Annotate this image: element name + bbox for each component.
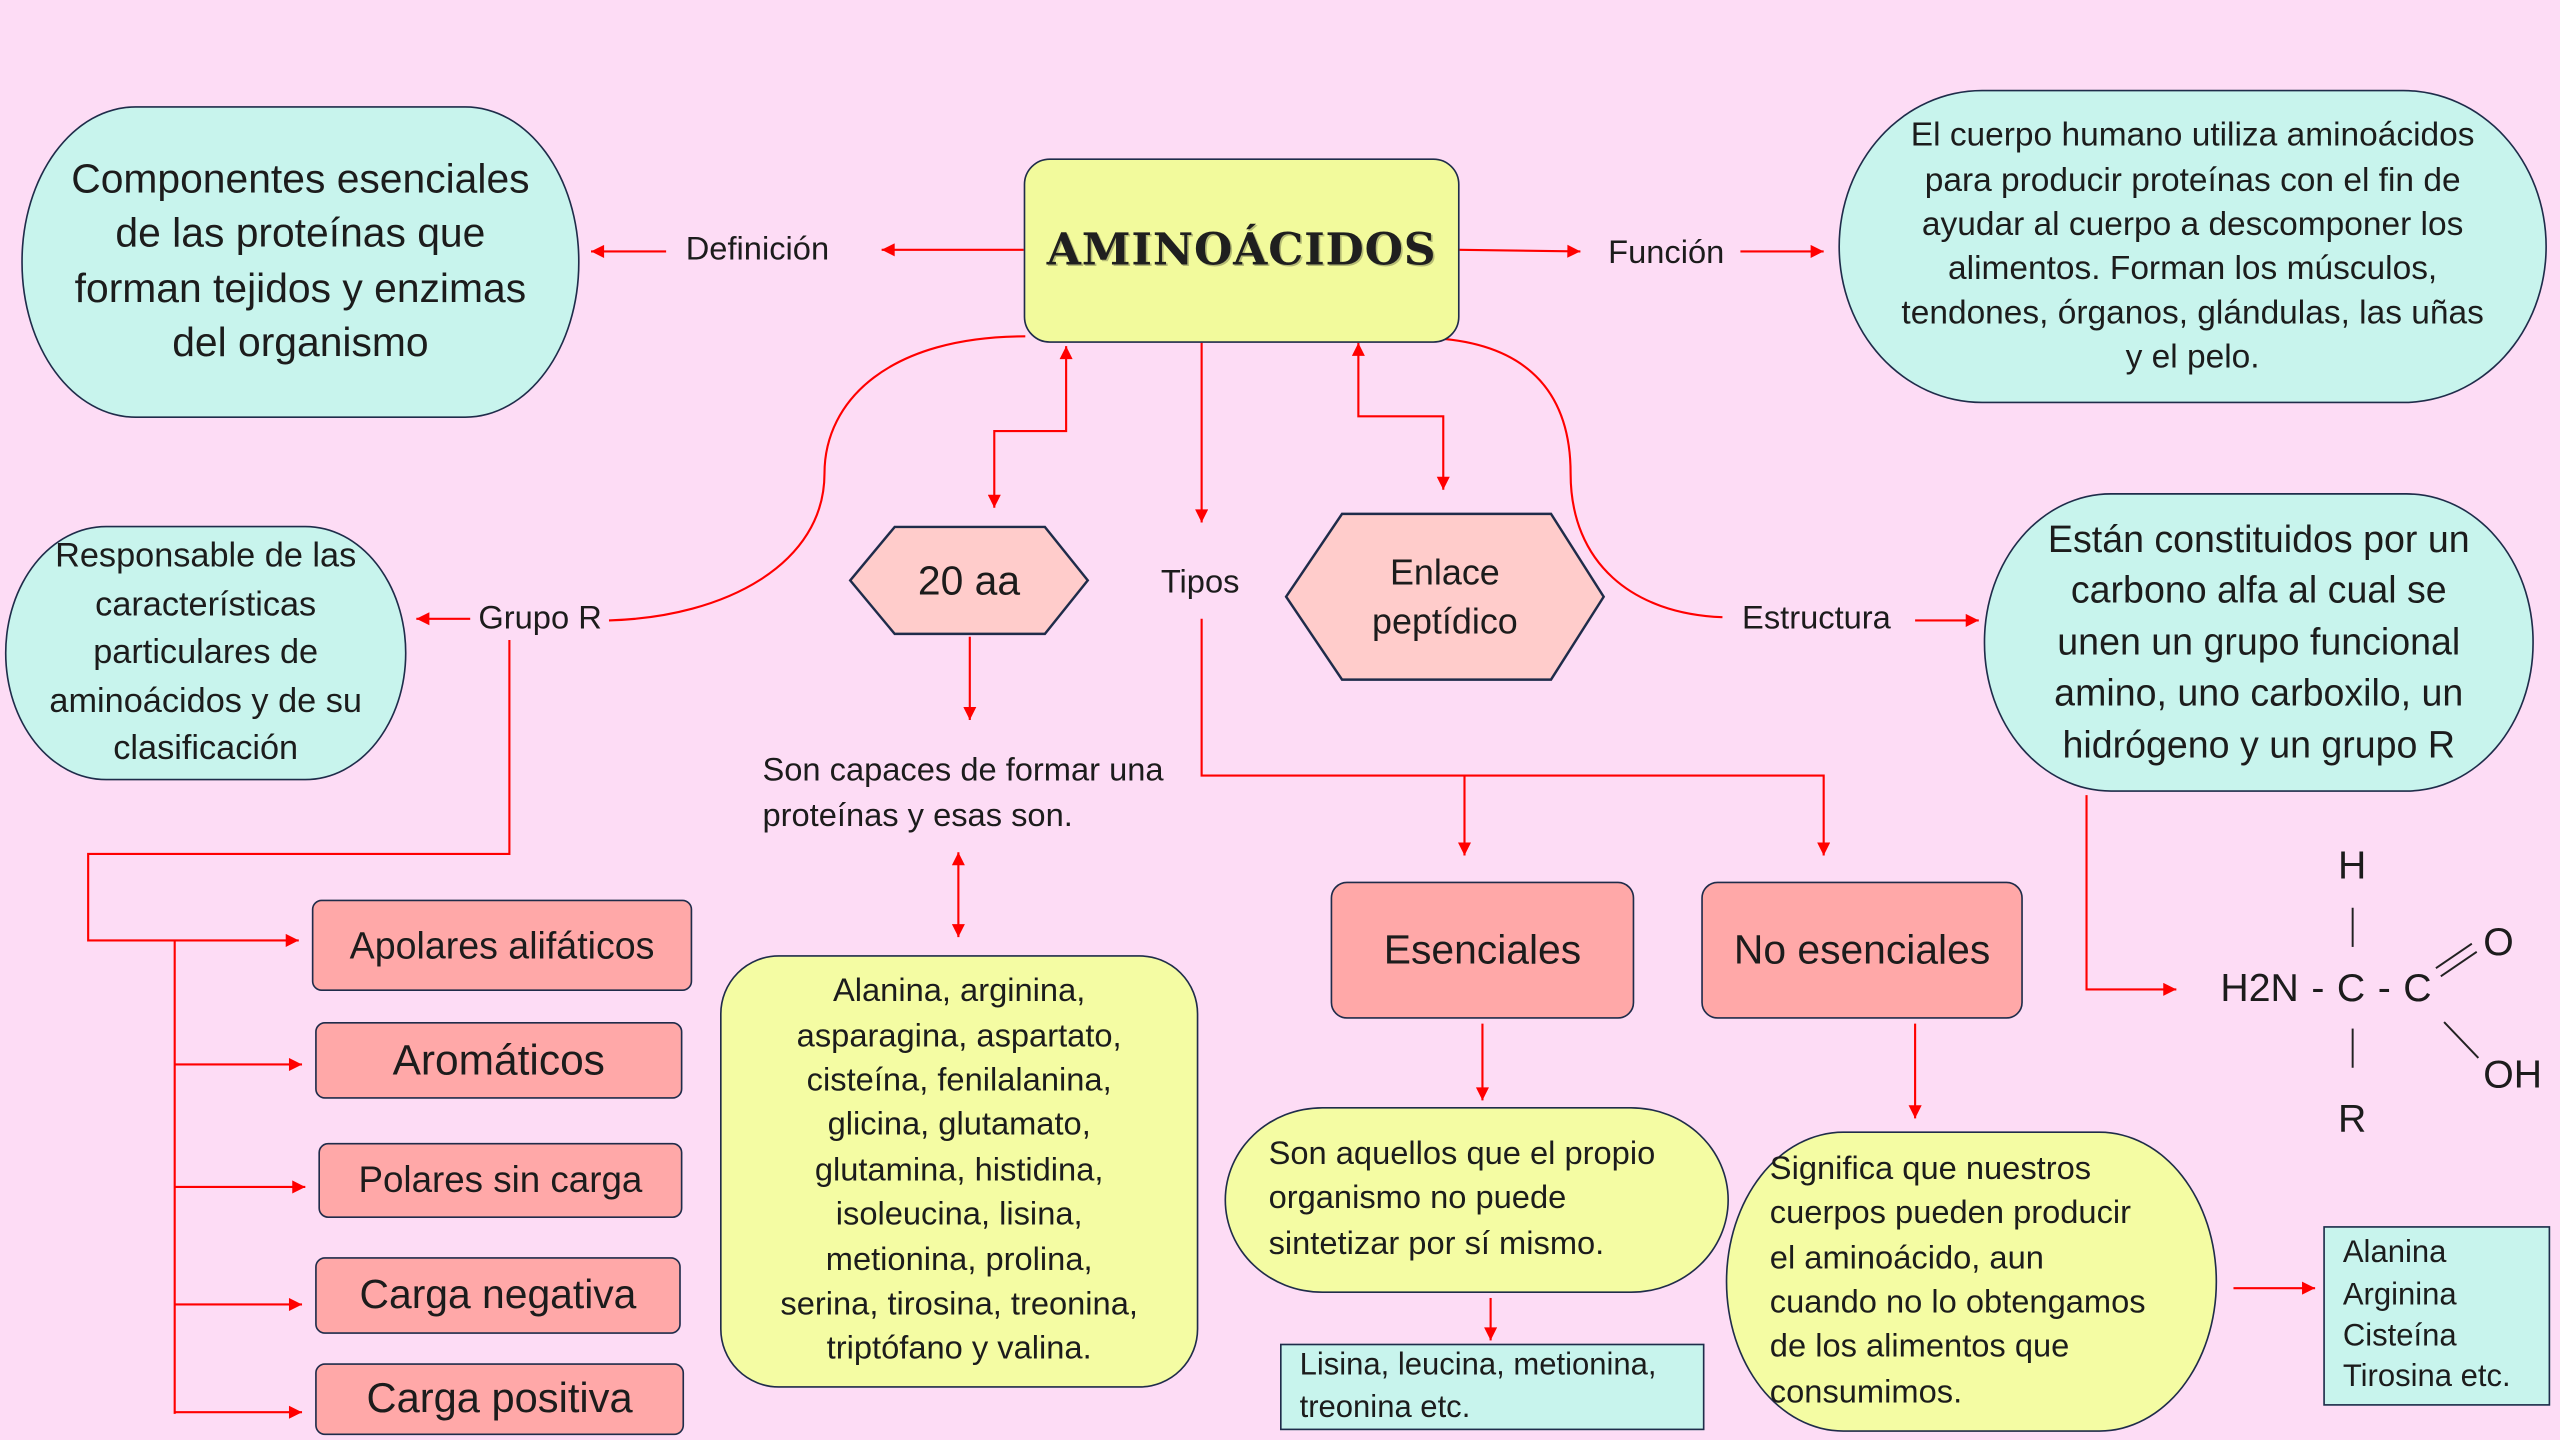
essential-box: Esenciales [1330,881,1635,1019]
count-hexagon: 20 aa [848,525,1090,636]
double-arrow-title-to-enlace [1351,342,1450,490]
group-r-oval: Responsable de las características parti… [4,525,407,781]
double-bond-c-o-1 [2435,942,2473,969]
structure-oval: Están constituidos por un carbono alfa a… [1983,493,2534,792]
amino-acid-list-box: Alanina, arginina, asparagina, aspartato… [720,955,1199,1388]
formula-hydroxyl: OH [2483,1053,2543,1098]
structure-label: Estructura [1742,600,1891,637]
non-essential-description: Significa que nuestros cuerpos pueden pr… [1769,1150,2146,1411]
peptide-bond-label: Enlace peptídico [1371,551,1518,641]
double-arrow-title-to-20aa [987,346,1073,508]
category-box-polares: Polares sin carga [318,1142,683,1218]
definition-label: Definición [685,231,830,268]
category-label: Carga positiva [366,1375,633,1422]
connector-tipos-to-no-esenciales [1200,618,1831,856]
essential-description: Son aquellos que el propio organismo no … [1268,1135,1656,1262]
types-label: Tipos [1160,564,1240,601]
formula-r-group: R [2337,1097,2367,1142]
function-text: El cuerpo humano utiliza aminoácidos par… [1901,116,2484,377]
arrow-title-to-function-label [1459,244,1581,258]
curve-title-to-group-r [608,335,1026,622]
category-box-carga-positiva: Carga positiva [315,1363,685,1436]
category-label: Polares sin carga [358,1159,643,1200]
non-essential-examples: Alanina Arginina Cisteína Tirosina etc. [2342,1236,2511,1395]
category-label: Carga negativa [359,1271,637,1318]
essential-examples: Lisina, leucina, metionina, treonina etc… [1299,1347,1657,1425]
count-description: Son capaces de formar una proteínas y es… [762,752,1164,835]
category-box-aromaticos: Aromáticos [315,1022,683,1099]
essential-label: Esenciales [1383,927,1582,974]
page-title: AMINOÁCIDOS [1046,225,1437,276]
amino-acid-list: Alanina, arginina, asparagina, aspartato… [780,973,1138,1368]
non-essential-label: No esenciales [1733,927,1991,974]
category-label: Aromáticos [392,1035,605,1085]
category-box-apolares: Apolares alifáticos [311,899,693,992]
non-essential-description-oval: Significa que nuestros cuerpos pueden pr… [1725,1131,2218,1432]
connector-structure-oval-to-formula [2085,795,2177,996]
function-label: Función [1608,235,1725,272]
definition-oval: Componentes esenciales de las proteínas … [21,106,580,418]
double-bond-c-o-2 [2440,951,2478,978]
bond-c-oh [2443,1021,2480,1059]
connector-group-r-trunk [87,640,511,947]
non-essential-examples-box: Alanina Arginina Cisteína Tirosina etc. [2323,1226,2551,1406]
essential-examples-box: Lisina, leucina, metionina, treonina etc… [1280,1343,1705,1431]
group-r-label: Grupo R [478,600,602,637]
curve-title-to-estructura [1430,336,1723,619]
group-r-text: Responsable de las características parti… [49,537,362,768]
category-label: Apolares alifáticos [349,923,655,966]
non-essential-box: No esenciales [1701,881,2023,1019]
peptide-bond-hexagon: Enlace peptídico [1284,512,1606,681]
formula-main-chain: H2N - C - C [2220,966,2432,1011]
category-box-carga-negativa: Carga negativa [315,1257,681,1334]
hexagon-shape [1284,512,1606,681]
count-label: 20 aa [917,557,1021,604]
structure-text: Están constituidos por un carbono alfa a… [2047,517,2470,766]
title-box: AMINOÁCIDOS [1023,158,1460,343]
essential-description-oval: Son aquellos que el propio organismo no … [1224,1106,1729,1294]
formula-oxygen: O [2483,920,2514,965]
definition-text: Componentes esenciales de las proteínas … [71,155,530,366]
formula-hydrogen: H [2337,844,2367,889]
hexagon-shape [848,525,1090,636]
function-oval: El cuerpo humano utiliza aminoácidos par… [1838,89,2547,404]
